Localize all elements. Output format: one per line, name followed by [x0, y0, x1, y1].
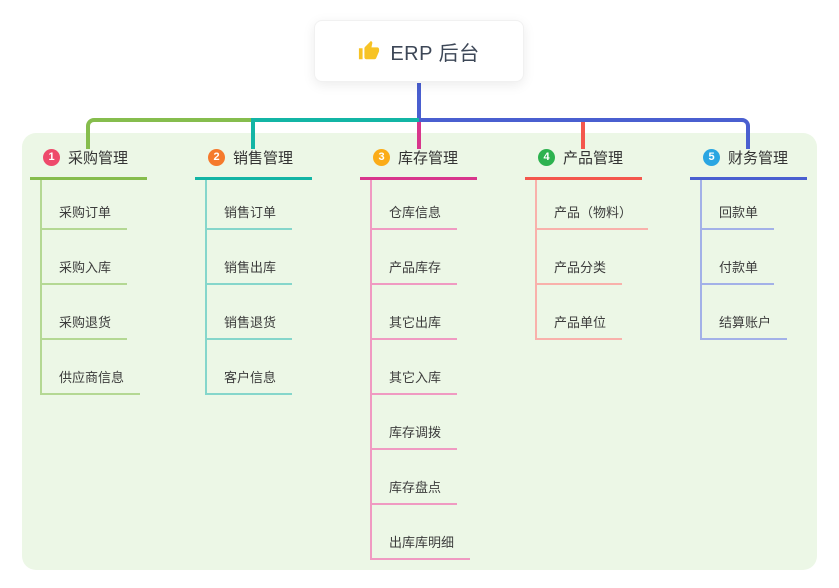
root-node[interactable]: ERP 后台 [314, 20, 524, 82]
child-topic[interactable]: 库存调拨 [372, 395, 458, 450]
child-topic-label: 客户信息 [224, 370, 277, 385]
branch-4: 4 产品管理 产品（物料） 产品分类产品单位 [525, 146, 655, 340]
child-topic-label: 采购订单 [59, 205, 112, 220]
branch-label: 采购管理 [68, 149, 129, 167]
child-topic[interactable]: 客户信息 [207, 340, 293, 395]
branch-children: 采购订单采购入库采购退货供应商信息 [40, 180, 160, 395]
child-topic[interactable]: 产品分类 [537, 230, 623, 285]
child-topic-label: 产品分类 [554, 260, 607, 275]
child-topic[interactable]: 销售退货 [207, 285, 293, 340]
child-topic[interactable]: 其它入库 [372, 340, 458, 395]
child-topic[interactable]: 采购退货 [42, 285, 128, 340]
child-topic[interactable]: 结算账户 [702, 285, 788, 340]
branch-topic[interactable]: 2 销售管理 [195, 146, 312, 180]
child-topic-label: 产品库存 [389, 260, 442, 275]
branch-label: 产品管理 [563, 149, 624, 167]
child-topic-label: 采购退货 [59, 315, 112, 330]
child-topic[interactable]: 库存盘点 [372, 450, 458, 505]
bus-right-segment [419, 118, 750, 149]
branch-number-badge: 5 [703, 148, 720, 166]
branch-label: 财务管理 [728, 149, 789, 167]
branch3-drop-line [417, 122, 421, 149]
child-topic-label: 其它出库 [389, 315, 442, 330]
child-topic-label: 产品（物料） [554, 205, 633, 220]
child-topic-label: 采购入库 [59, 260, 112, 275]
child-topic-label: 销售订单 [224, 205, 277, 220]
child-topic[interactable]: 销售出库 [207, 230, 293, 285]
thumbs-up-icon [359, 40, 380, 60]
child-topic-label: 付款单 [719, 260, 759, 275]
child-topic[interactable]: 其它出库 [372, 285, 458, 340]
child-topic[interactable]: 产品库存 [372, 230, 458, 285]
branch-children: 回款单付款单结算账户 [700, 180, 820, 340]
branch-2: 2 销售管理 销售订单销售出库销售退货客户信息 [195, 146, 325, 395]
child-topic[interactable]: 产品（物料） [537, 180, 649, 230]
branch-topic[interactable]: 4 产品管理 [525, 146, 642, 180]
branch-5: 5 财务管理 回款单付款单结算账户 [690, 146, 820, 340]
child-topic-label: 产品单位 [554, 315, 607, 330]
branch-children: 仓库信息产品库存其它出库其它入库库存调拨库存盘点出库库明细 [370, 180, 490, 560]
branch-number-badge: 2 [208, 148, 225, 166]
branch-topic[interactable]: 5 财务管理 [690, 146, 807, 180]
branch-1: 1 采购管理 采购订单采购入库采购退货供应商信息 [30, 146, 160, 395]
branch-label: 库存管理 [398, 149, 459, 167]
branch-3: 3 库存管理 仓库信息产品库存其它出库其它入库库存调拨库存盘点出库库明细 [360, 146, 490, 560]
child-topic[interactable]: 产品单位 [537, 285, 623, 340]
branch-topic[interactable]: 1 采购管理 [30, 146, 147, 180]
child-topic[interactable]: 回款单 [702, 180, 775, 230]
branch-label: 销售管理 [233, 149, 294, 167]
child-topic[interactable]: 仓库信息 [372, 180, 458, 230]
child-topic-label: 出库库明细 [389, 535, 455, 550]
child-topic[interactable]: 付款单 [702, 230, 775, 285]
branch-number-badge: 3 [373, 148, 390, 166]
branch-topic[interactable]: 3 库存管理 [360, 146, 477, 180]
child-topic-label: 仓库信息 [389, 205, 442, 220]
child-topic-label: 回款单 [719, 205, 759, 220]
branch4-drop-line [581, 122, 585, 149]
branch-children: 产品（物料） 产品分类产品单位 [535, 180, 655, 340]
branch-number-badge: 1 [43, 148, 60, 166]
child-topic-label: 销售出库 [224, 260, 277, 275]
child-topic[interactable]: 出库库明细 [372, 505, 471, 560]
child-topic[interactable]: 采购订单 [42, 180, 128, 230]
child-topic[interactable]: 采购入库 [42, 230, 128, 285]
branch-number-badge: 4 [538, 148, 555, 166]
child-topic-label: 库存调拨 [389, 425, 442, 440]
child-topic-label: 销售退货 [224, 315, 277, 330]
child-topic-label: 供应商信息 [59, 370, 125, 385]
root-label: ERP 后台 [390, 42, 480, 65]
child-topic-label: 其它入库 [389, 370, 442, 385]
bus-mid-left-segment [253, 118, 419, 122]
child-topic-label: 结算账户 [719, 315, 772, 330]
branch-children: 销售订单销售出库销售退货客户信息 [205, 180, 325, 395]
branch2-drop-line [251, 118, 255, 149]
child-topic-label: 库存盘点 [389, 480, 442, 495]
child-topic[interactable]: 供应商信息 [42, 340, 141, 395]
branches-panel [22, 133, 817, 570]
child-topic[interactable]: 销售订单 [207, 180, 293, 230]
bus-left-segment [86, 118, 253, 149]
root-stem-line [417, 83, 421, 118]
